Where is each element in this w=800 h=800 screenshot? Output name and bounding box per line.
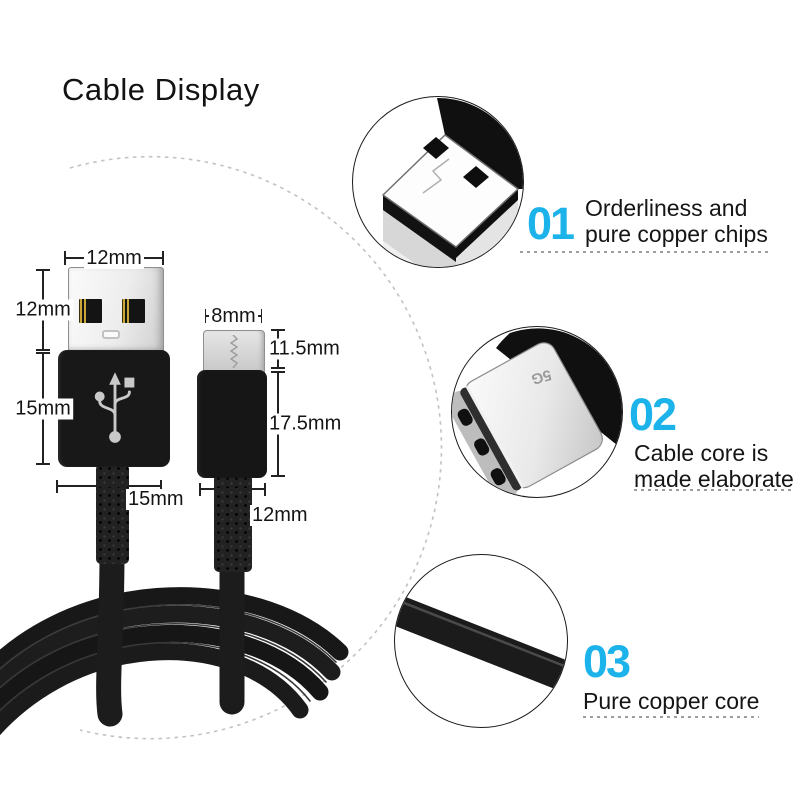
cable-coil	[0, 540, 349, 736]
usb-trident-icon	[94, 372, 135, 443]
page-title: Cable Display	[62, 72, 260, 107]
usb-a-cable-strand	[96, 540, 125, 727]
cable-closeup-illustration	[395, 592, 567, 694]
usb-a-closeup-illustration	[382, 97, 523, 267]
micro-strain-relief	[214, 474, 252, 572]
usb-a-connector-body	[58, 350, 170, 467]
callout-text-01: Orderliness and pure copper chips	[585, 195, 768, 247]
dim-usb-a-body-width: 15mm	[56, 480, 186, 510]
callout-divider-02	[634, 489, 792, 491]
dim-micro-body-height: 17.5mm	[267, 371, 344, 477]
usb-a-contact-window	[122, 299, 145, 323]
callout-circle-cable-closeup	[394, 554, 568, 728]
callout-circle-usb-c-closeup: 5G	[451, 326, 623, 498]
micro-tip-seam	[229, 335, 239, 368]
usb-c-5g-label: 5G	[529, 366, 553, 388]
dim-usb-a-top-width: 12mm	[64, 247, 165, 269]
usb-a-contact-window	[79, 299, 102, 323]
micro-connector-body	[197, 370, 267, 478]
callout-number-03: 03	[583, 636, 631, 687]
dim-micro-tip-height: 11.5mm	[267, 329, 342, 369]
callout-text-02: Cable core is made elaborate	[634, 440, 794, 492]
usb-a-strain-relief	[96, 464, 129, 564]
usb-c-closeup-illustration: 5G	[452, 328, 622, 497]
dim-micro-tip-width: 8mm	[205, 305, 262, 327]
callout-divider-01	[520, 251, 770, 253]
usb-a-metal-shield	[68, 267, 164, 353]
callout-number-01: 01	[527, 198, 575, 249]
callout-circle-usb-a-closeup	[352, 96, 524, 268]
callout-divider-03	[583, 716, 759, 718]
micro-metal-tip	[203, 330, 265, 373]
dim-usb-a-body-height: 15mm	[13, 352, 73, 465]
dim-micro-body-width: 12mm	[199, 483, 310, 526]
usb-a-shield-slot	[102, 330, 120, 339]
dim-usb-a-metal-height: 12mm	[13, 269, 73, 351]
callout-text-03: Pure copper core	[583, 688, 760, 714]
callout-number-02: 02	[629, 389, 677, 440]
